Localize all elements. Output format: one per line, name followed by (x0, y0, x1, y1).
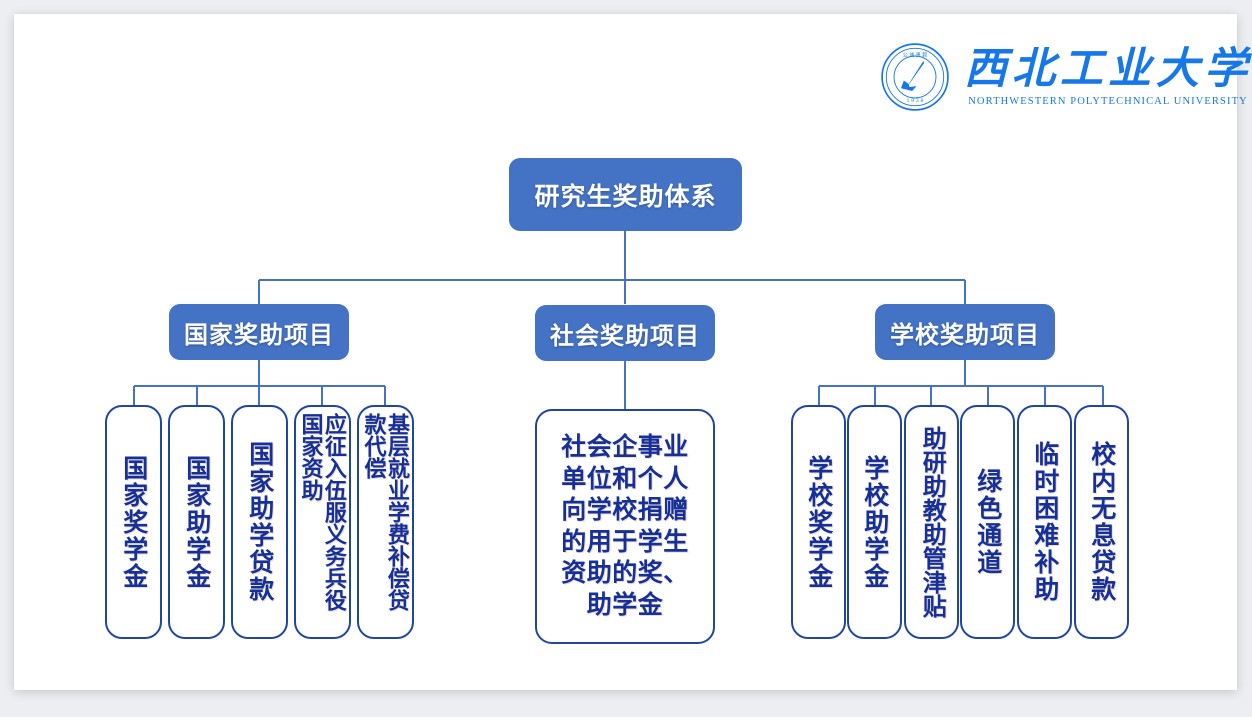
svg-text:1 9 3 8: 1 9 3 8 (906, 98, 923, 104)
node-root[interactable]: 研究生奖助体系 (509, 158, 742, 231)
leaf-national-3[interactable]: 国家助学贷款 (231, 405, 288, 639)
node-branch-national[interactable]: 国家奖助项目 (169, 304, 349, 360)
leaf-school-4[interactable]: 绿色通道 (960, 405, 1015, 639)
leaf-social-1[interactable]: 社会企事业单位和个人向学校捐赠的用于学生资助的奖、助学金 (535, 409, 715, 644)
leaf-school-2[interactable]: 学校助学金 (847, 405, 902, 639)
node-branch-social[interactable]: 社会奖助项目 (535, 305, 715, 361)
node-branch-school[interactable]: 学校奖助项目 (875, 304, 1055, 360)
leaf-school-6[interactable]: 校内无息贷款 (1074, 405, 1129, 639)
logo-name-cn: 西北工业大学 (964, 44, 1252, 95)
leaf-national-4[interactable]: 应征入伍服义务兵役国家资助 (294, 405, 351, 639)
leaf-school-1[interactable]: 学校奖学金 (791, 405, 846, 639)
logo-wordmark: 西北工业大学 NORTHWESTERN POLYTECHNICAL UNIVER… (964, 44, 1252, 107)
npu-circular-emblem-icon: 公 诚 勇 毅 1 9 3 8 (881, 43, 949, 111)
university-logo: 公 诚 勇 毅 1 9 3 8 西北工业大学 NORTHWESTERN POLY… (880, 36, 1247, 118)
leaf-school-5[interactable]: 临时困难补助 (1017, 405, 1072, 639)
leaf-national-1[interactable]: 国家奖学金 (105, 405, 162, 639)
slide-canvas: 公 诚 勇 毅 1 9 3 8 西北工业大学 NORTHWESTERN POLY… (14, 14, 1247, 690)
logo-name-en: NORTHWESTERN POLYTECHNICAL UNIVERSITY (968, 95, 1248, 107)
org-chart: 研究生奖助体系 国家奖助项目 社会奖助项目 学校奖助项目 国家奖学金 国家助学金… (14, 14, 1237, 690)
leaf-national-2[interactable]: 国家助学金 (168, 405, 225, 639)
svg-text:公 诚 勇 毅: 公 诚 勇 毅 (903, 52, 927, 59)
leaf-school-3[interactable]: 助研助教助管津贴 (904, 405, 959, 639)
leaf-national-5[interactable]: 基层就业学费补偿贷款代偿 (357, 405, 414, 639)
